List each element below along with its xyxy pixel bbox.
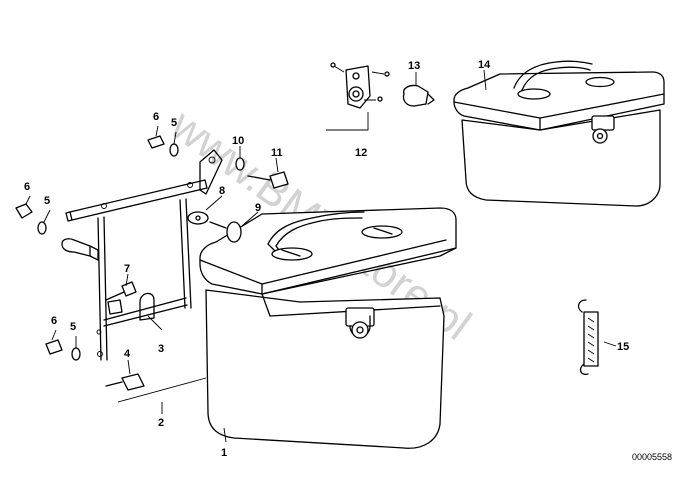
- callout-8: 8: [219, 185, 225, 197]
- callout-3: 3: [158, 343, 164, 355]
- callout-labels: 6 5 6 5 6 5 7 4 3 8 9 10 11 12 13 14 15 …: [24, 59, 629, 459]
- spring-clip: [577, 299, 599, 375]
- leader-lines: [25, 69, 617, 443]
- callout-5-bottom: 5: [70, 321, 76, 333]
- document-number: 00005558: [632, 452, 672, 462]
- pannier-case-small: [453, 60, 665, 207]
- callout-10: 10: [232, 135, 244, 147]
- callout-6-left: 6: [24, 181, 30, 193]
- callout-11: 11: [271, 147, 283, 159]
- callout-2: 2: [158, 417, 164, 429]
- mounting-frame: [61, 149, 223, 361]
- fasteners: [15, 135, 289, 391]
- callout-7: 7: [124, 263, 130, 275]
- callout-13: 13: [408, 60, 420, 72]
- callout-4: 4: [124, 348, 131, 360]
- callout-12: 12: [355, 147, 367, 159]
- callout-1: 1: [221, 447, 227, 459]
- bracket-assembly: [326, 62, 390, 131]
- callout-9: 9: [255, 202, 261, 214]
- callout-15: 15: [617, 341, 629, 353]
- callout-6-bottom: 6: [51, 315, 57, 327]
- callout-6-top: 6: [153, 111, 159, 123]
- pannier-case-large: [199, 207, 457, 449]
- callout-14: 14: [478, 59, 491, 71]
- rubber-knob: [402, 84, 435, 107]
- callout-5-top: 5: [171, 117, 177, 129]
- callout-5-left: 5: [44, 195, 50, 207]
